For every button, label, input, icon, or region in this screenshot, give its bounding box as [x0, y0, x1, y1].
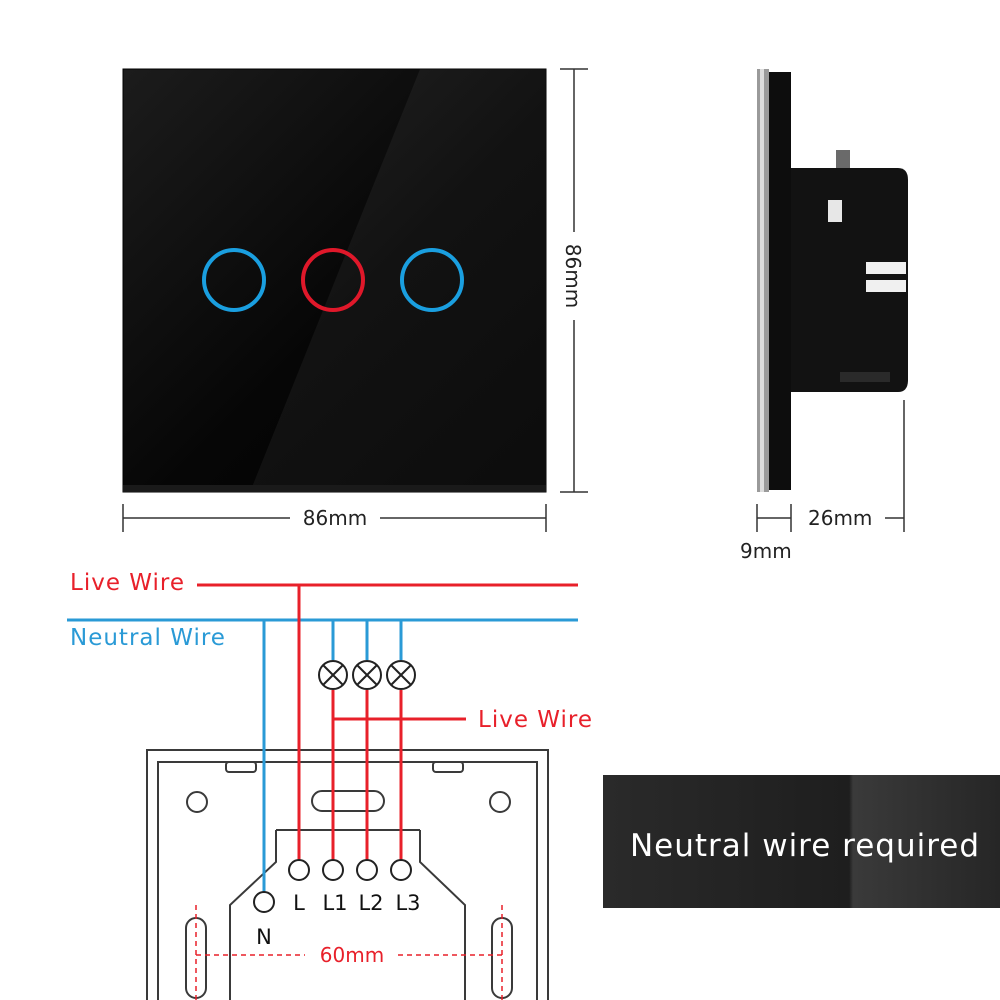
live-wire-label: Live Wire [70, 570, 185, 596]
side-view [757, 69, 908, 492]
front-panel [122, 68, 547, 493]
terminal-n-label: N [256, 925, 272, 949]
side-dimension-lines [756, 400, 905, 532]
lamp-cross-circle-icon [318, 660, 348, 690]
lamp-cross-circle-icon [352, 660, 382, 690]
touch-button-left [202, 248, 266, 312]
banner-text: Neutral wire required [630, 828, 980, 864]
load-live-wire-label: Live Wire [478, 707, 593, 733]
height-dimension [560, 68, 588, 493]
back-plate [146, 749, 549, 1000]
mount-spacing-label: 60mm [320, 943, 384, 967]
width-label: 86mm [303, 506, 367, 530]
height-label: 86mm [561, 244, 585, 308]
wires [67, 583, 578, 892]
glass-thickness-label: 9mm [740, 539, 792, 563]
depth-label: 26mm [808, 506, 872, 530]
terminal-l3-label: L3 [395, 891, 420, 915]
neutral-required-banner: Neutral wire required [603, 775, 1000, 908]
glass-reflection [250, 69, 546, 492]
touch-button-middle [301, 248, 365, 312]
width-dimension [122, 504, 547, 532]
terminal-l-label: L [293, 891, 305, 915]
terminal-l2-label: L2 [358, 891, 383, 915]
touch-button-right [400, 248, 464, 312]
terminal-l1-label: L1 [322, 891, 347, 915]
mount-spacing-dimension [195, 905, 503, 1000]
terminals [253, 859, 412, 913]
neutral-wire-label: Neutral Wire [70, 625, 226, 651]
lamp-cross-circle-icon [386, 660, 416, 690]
